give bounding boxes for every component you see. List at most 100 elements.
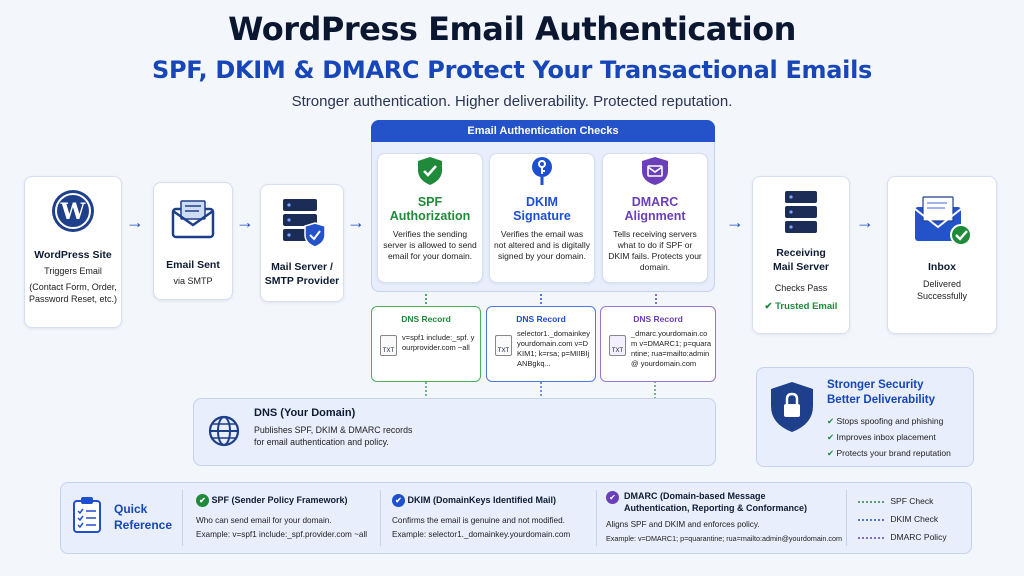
dmarc-desc: Tells receiving servers what to do if SP… (608, 229, 702, 272)
dmarc-name: DMARC (631, 195, 679, 209)
divider (596, 490, 597, 546)
dkim-subname: Signature (513, 209, 571, 223)
svg-text:W: W (60, 199, 86, 225)
txt-file-icon: TXT (495, 335, 512, 356)
dkim-dns-record: DNS Record TXT selector1._domainkey your… (486, 306, 596, 382)
dmarc-reference: ✔ DMARC (Domain-based Message Authentica… (606, 490, 842, 545)
email-sent-line1: via SMTP (173, 276, 213, 286)
security-bullet: ✔ Improves inbox placement (827, 432, 936, 442)
arrow-right-icon: → (126, 212, 144, 232)
spf-check-card: SPF Authorization Verifies the sending s… (377, 153, 483, 283)
trusted-email-label: Trusted Email (775, 301, 838, 312)
spf-name: SPF (417, 195, 443, 209)
security-title2: Better Deliverability (827, 394, 936, 406)
envelope-shield-icon (642, 157, 668, 185)
wordpress-logo-icon: W (52, 190, 94, 232)
envelope-icon (171, 200, 215, 239)
dkim-ref-desc: Confirms the email is genuine and not mo… (392, 516, 565, 525)
email-sent-card: Email Sent via SMTP (153, 182, 233, 300)
auth-checks-heading: Email Authentication Checks (371, 120, 715, 142)
wordpress-line3: Password Reset, etc.) (28, 294, 118, 304)
inbox-envelope-icon (914, 196, 972, 246)
security-title1: Stronger Security (827, 379, 924, 391)
dns-record-label: DNS Record (516, 314, 566, 324)
legend-dmarc: DMARC Policy (858, 528, 968, 546)
arrow-right-icon: → (347, 212, 365, 232)
wordpress-site-card: W WordPress Site Triggers Email (Contact… (24, 176, 122, 328)
dns-record-label: DNS Record (633, 314, 683, 324)
mail-server-title1: Mail Server / (271, 261, 333, 273)
legend-swatch-dmarc (858, 537, 886, 539)
security-bullet: ✔ Stops spoofing and phishing (827, 416, 944, 426)
clipboard-checklist-icon (73, 497, 101, 533)
quick-reference-title1: Quick (114, 502, 148, 516)
dmarc-ref-desc: Aligns SPF and DKIM and enforces policy. (606, 520, 760, 529)
dkim-reference: ✔ DKIM (DomainKeys Identified Mail) Conf… (392, 494, 592, 541)
inbox-line1: Delivered (922, 279, 962, 289)
check-circle-icon: ✔ (606, 491, 619, 504)
check-circle-icon: ✔ (196, 494, 209, 507)
inbox-card: Inbox Delivered Successfully (887, 176, 997, 334)
spf-subname: Authorization (389, 209, 471, 223)
check-circle-icon: ✔ (827, 416, 835, 426)
arrow-right-icon: → (856, 212, 874, 232)
spf-record-value: v=spf1 include:_spf. yourprovider.com ~a… (402, 333, 475, 352)
server-shield-icon (283, 199, 326, 248)
dkim-record-value: selector1._domainkey yourdomain.com v=DK… (517, 329, 590, 368)
dkim-name: DKIM (526, 195, 558, 209)
divider (846, 490, 847, 546)
key-icon (532, 157, 552, 185)
email-sent-title: Email Sent (166, 259, 220, 271)
legend-dkim: DKIM Check (858, 510, 968, 528)
legend-swatch-dkim (858, 519, 886, 521)
spf-desc: Verifies the sending server is allowed t… (383, 229, 477, 261)
spf-ref-desc: Who can send email for your domain. (196, 516, 332, 525)
dmarc-record-value: _dmarc.yourdomain.com v=DMARC1; p=quaran… (631, 329, 712, 368)
check-circle-icon: ✔ (764, 301, 773, 312)
receiving-title2: Mail Server (772, 261, 830, 273)
arrow-right-icon: → (726, 212, 744, 232)
wordpress-title: WordPress Site (34, 249, 112, 261)
spf-reference: ✔ SPF (Sender Policy Framework) Who can … (196, 494, 376, 541)
dmarc-ref-title2: Authentication, Reporting & Conformance) (624, 503, 807, 513)
mail-server-card: Mail Server / SMTP Provider (260, 184, 344, 302)
check-circle-icon: ✔ (392, 494, 405, 507)
dkim-ref-example: Example: selector1._domainkey.yourdomain… (392, 530, 571, 539)
check-circle-icon: ✔ (827, 432, 835, 442)
globe-icon (208, 415, 240, 447)
quick-reference-panel (60, 482, 972, 554)
txt-file-icon: TXT (380, 335, 397, 356)
spf-ref-title: SPF (Sender Policy Framework) (211, 495, 348, 505)
receiving-line1: Checks Pass (774, 283, 828, 293)
dmarc-subname: Alignment (624, 209, 686, 223)
dns-domain-desc: Publishes SPF, DKIM & DMARC records for … (254, 425, 413, 447)
mail-server-title2: SMTP Provider (264, 275, 340, 287)
dns-record-label: DNS Record (401, 314, 451, 324)
dmarc-dns-record: DNS Record TXT _dmarc.yourdomain.com v=D… (600, 306, 716, 382)
inbox-line2: Successfully (916, 291, 968, 301)
divider (182, 490, 183, 546)
wordpress-line2: (Contact Form, Order, (29, 282, 117, 292)
dns-domain-title: DNS (Your Domain) (254, 407, 356, 419)
legend-swatch-spf (858, 501, 886, 503)
check-circle-icon: ✔ (827, 448, 835, 458)
trusted-email-status: ✔ Trusted Email (753, 301, 849, 312)
quick-reference-title2: Reference (114, 518, 173, 532)
arrow-right-icon: → (236, 212, 254, 232)
receiving-title1: Receiving (776, 247, 826, 259)
dkim-ref-title: DKIM (DomainKeys Identified Mail) (407, 495, 557, 505)
dns-domain-panel: DNS (Your Domain) Publishes SPF, DKIM & … (193, 398, 716, 466)
wordpress-line1: Triggers Email (44, 266, 102, 276)
receiving-server-card: Receiving Mail Server Checks Pass ✔ Trus… (752, 176, 850, 334)
dmarc-ref-example: Example: v=DMARC1; p=quarantine; rua=mai… (606, 534, 843, 543)
txt-file-icon: TXT (609, 335, 626, 356)
spf-ref-example: Example: v=spf1 include:_spf.provider.co… (196, 530, 368, 539)
legend-spf: SPF Check (858, 492, 968, 510)
inbox-title: Inbox (928, 261, 956, 273)
dkim-desc: Verifies the email was not altered and i… (494, 229, 590, 261)
shield-check-icon (418, 157, 442, 185)
page-subtitle: SPF, DKIM & DMARC Protect Your Transacti… (152, 56, 872, 84)
dkim-check-card: DKIM Signature Verifies the email was no… (489, 153, 595, 283)
spf-dns-record: DNS Record TXT v=spf1 include:_spf. your… (371, 306, 481, 382)
shield-lock-icon (771, 382, 813, 432)
